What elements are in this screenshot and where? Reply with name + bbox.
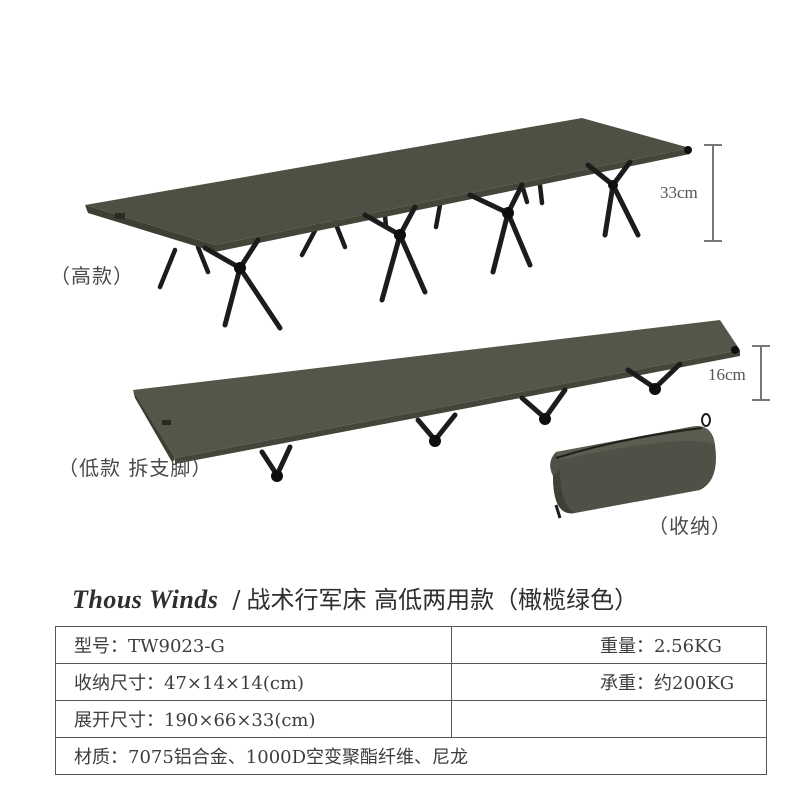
table-row: 收纳尺寸：47×14×14(cm) 承重：约200KG bbox=[55, 663, 767, 701]
spec-weight: 重量：2.56KG bbox=[451, 626, 767, 664]
high-bed-image bbox=[85, 118, 692, 331]
table-row: 展开尺寸：190×66×33(cm) bbox=[55, 700, 767, 738]
storage-bag-image bbox=[550, 413, 716, 519]
dimension-tick-bottom bbox=[704, 240, 722, 242]
table-row: 型号：TW9023-G 重量：2.56KG bbox=[55, 626, 767, 664]
high-bed-label: （高款） bbox=[50, 264, 134, 288]
product-name: 战术行军床 高低两用款（橄榄绿色） bbox=[246, 586, 639, 614]
spec-material: 材质：7075铝合金、1000D空变聚酯纤维、尼龙 bbox=[55, 737, 767, 775]
spec-model: 型号：TW9023-G bbox=[55, 626, 452, 664]
spec-empty-cell bbox=[451, 700, 767, 738]
brand-name: Thous Winds bbox=[72, 585, 219, 614]
storage-bag-label: （收纳） bbox=[648, 514, 732, 538]
product-title: Thous Winds /战术行军床 高低两用款（橄榄绿色） bbox=[72, 580, 638, 615]
low-bed-label: （低款 拆支脚） bbox=[58, 456, 213, 480]
spec-unfolded-size: 展开尺寸：190×66×33(cm) bbox=[55, 700, 452, 738]
dimension-bar bbox=[760, 345, 762, 400]
high-bed-height-text: 33cm bbox=[660, 183, 698, 202]
table-row: 材质：7075铝合金、1000D空变聚酯纤维、尼龙 bbox=[55, 737, 767, 775]
product-illustration bbox=[85, 118, 740, 519]
low-bed-image bbox=[133, 320, 740, 482]
dimension-tick-bottom bbox=[752, 399, 770, 401]
dimension-bar bbox=[712, 144, 714, 241]
spec-load-capacity: 承重：约200KG bbox=[451, 663, 767, 701]
spec-table: 型号：TW9023-G 重量：2.56KG 收纳尺寸：47×14×14(cm) … bbox=[55, 626, 767, 775]
spec-packed-size: 收纳尺寸：47×14×14(cm) bbox=[55, 663, 452, 701]
low-bed-height-text: 16cm bbox=[708, 365, 746, 384]
title-separator: / bbox=[232, 586, 241, 614]
